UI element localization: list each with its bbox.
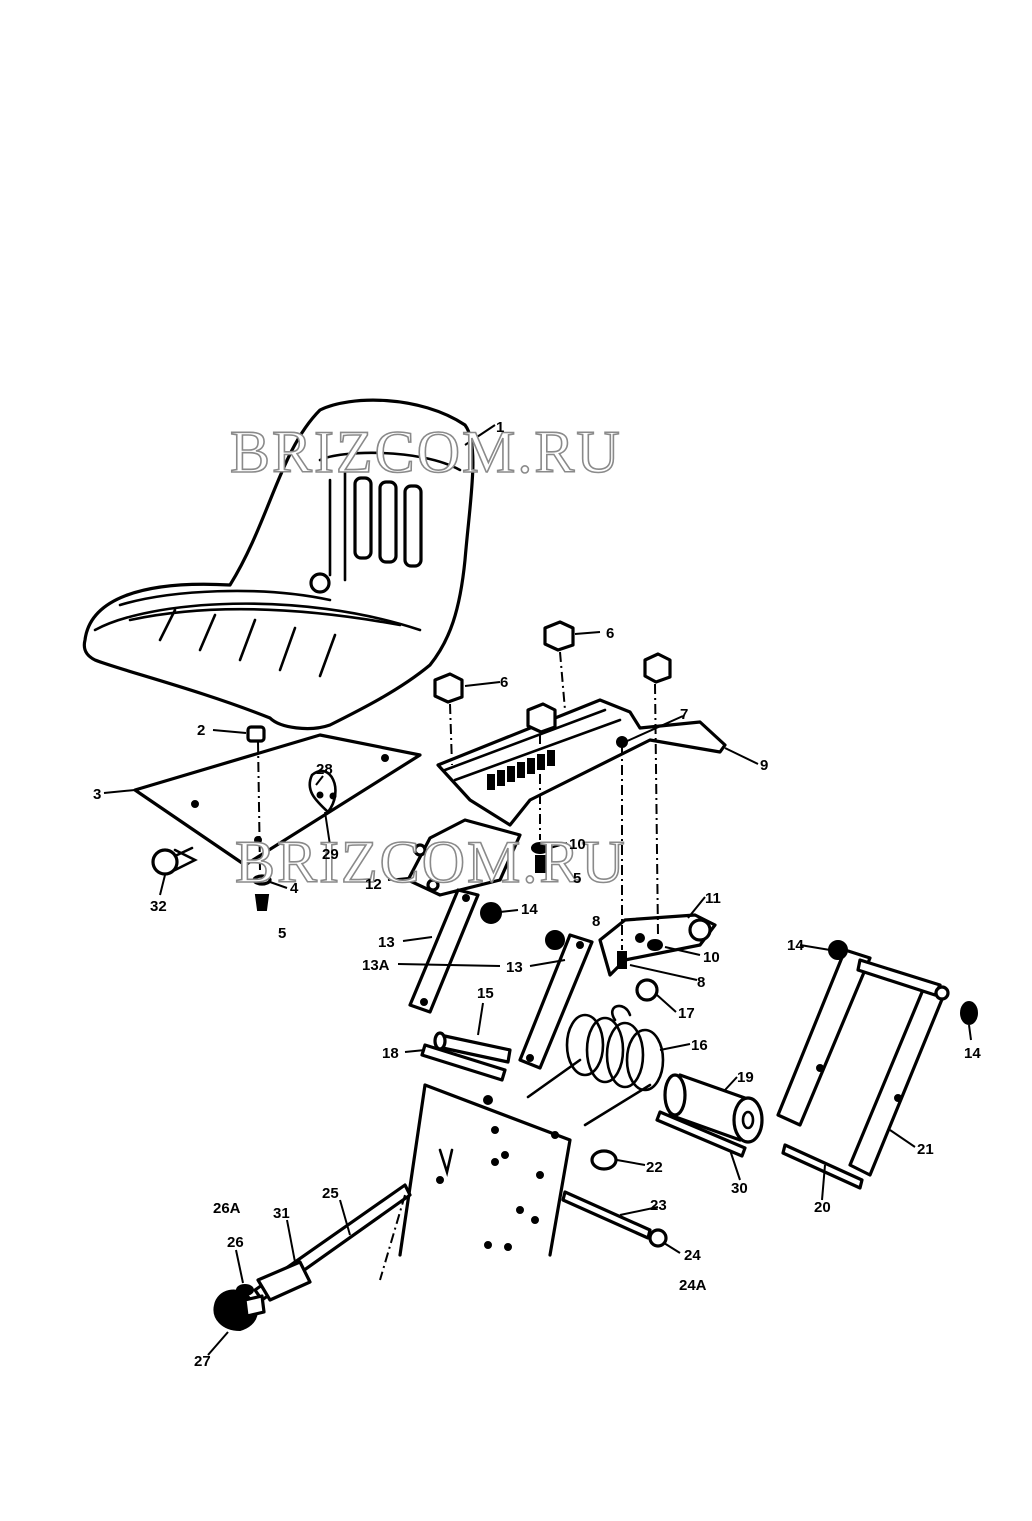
axle-tube: [420, 1031, 512, 1082]
label-part-14-c: 14: [964, 1045, 981, 1062]
rear-frame: [776, 948, 950, 1190]
adjust-handle: [213, 1183, 412, 1332]
link-arms: [408, 888, 594, 1070]
label-part-27: 27: [194, 1353, 211, 1370]
label-part-9: 9: [760, 757, 768, 774]
label-part-30: 30: [731, 1180, 748, 1197]
seat-slide-rail: [436, 698, 727, 827]
label-part-25: 25: [322, 1185, 339, 1202]
label-part-12: 12: [365, 876, 382, 893]
label-part-11: 11: [705, 890, 721, 907]
label-part-3: 3: [93, 786, 101, 803]
label-part-21: 21: [917, 1141, 934, 1158]
label-part-16: 16: [691, 1037, 708, 1054]
label-part-23: 23: [650, 1197, 667, 1214]
base-plate: [398, 1083, 572, 1257]
label-part-7: 7: [680, 706, 688, 723]
label-part-10: 10: [569, 836, 586, 853]
label-part-28: 28: [316, 761, 333, 778]
label-part-1: 1: [496, 419, 504, 436]
label-part-29: 29: [322, 846, 339, 863]
label-part-24A: 24A: [679, 1277, 707, 1294]
label-part-13: 13: [378, 934, 395, 951]
label-part-14: 14: [521, 901, 538, 918]
label-part-8: 8: [592, 913, 600, 930]
label-part-24: 24: [684, 1247, 701, 1264]
adjuster-rod: [561, 1190, 668, 1248]
label-part-5-b: 5: [573, 870, 581, 887]
watermark-text-middle: BRIZCOM.RU: [235, 829, 627, 895]
seat-pan-plate: [133, 733, 422, 872]
label-part-31: 31: [273, 1205, 290, 1222]
label-part-17: 17: [678, 1005, 695, 1022]
label-part-19: 19: [737, 1069, 754, 1086]
label-part-26A: 26A: [213, 1200, 241, 1217]
label-part-10-b: 10: [703, 949, 720, 966]
label-part-18: 18: [382, 1045, 399, 1062]
hinge-bracket: [406, 818, 522, 897]
label-part-2: 2: [197, 722, 205, 739]
label-part-13-b: 13: [506, 959, 523, 976]
seat: [82, 398, 475, 731]
label-part-5: 5: [278, 925, 286, 942]
assembly-lines: [257, 651, 659, 1281]
part-labels: 1 2 3 4 5 5 6 6 7 8 8 9 10 10 11 12 13 1…: [93, 419, 981, 1370]
label-part-22: 22: [646, 1159, 663, 1176]
label-part-13A: 13A: [362, 957, 390, 974]
hardware: [151, 620, 978, 1171]
roller-cylinder: [655, 1073, 764, 1158]
torsion-spring: [526, 1004, 665, 1127]
label-part-6-b: 6: [500, 674, 508, 691]
label-part-32: 32: [150, 898, 167, 915]
leader-lines: [103, 424, 972, 1356]
label-part-15: 15: [477, 985, 494, 1002]
label-part-14-b: 14: [787, 937, 804, 954]
label-part-6: 6: [606, 625, 614, 642]
watermark-text-top: BRIZCOM.RU: [230, 419, 622, 485]
label-part-8-b: 8: [697, 974, 705, 991]
label-part-4: 4: [290, 880, 299, 897]
label-part-20: 20: [814, 1199, 831, 1216]
label-part-26: 26: [227, 1234, 244, 1251]
